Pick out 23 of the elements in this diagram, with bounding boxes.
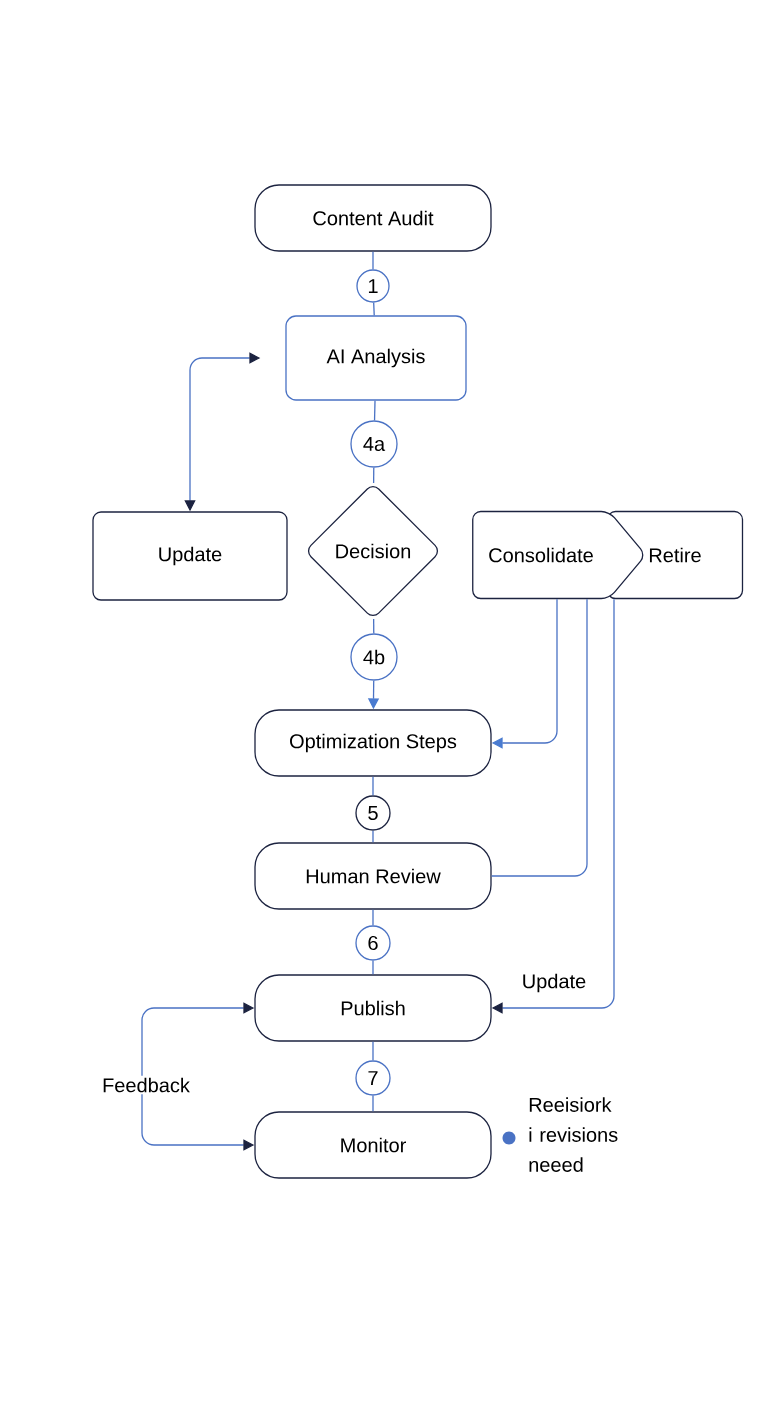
connector (373, 302, 375, 316)
note-text: Reeisiork i revisions neeed (529, 1097, 618, 1172)
connector (372, 251, 374, 270)
connector (372, 1041, 374, 1061)
connector (373, 400, 376, 421)
connector (373, 467, 375, 484)
connector (372, 776, 374, 796)
connector (372, 960, 374, 975)
process-box: Human Review (254, 842, 492, 910)
connector (491, 598, 588, 877)
arrow-box: Consolidate (472, 510, 644, 600)
connector (372, 830, 374, 843)
process-box: Update (92, 511, 288, 601)
process-box: AI Analysis (285, 315, 467, 401)
process-box: Monitor (254, 1111, 492, 1179)
edge-label: Feedback (103, 1077, 190, 1093)
connector (372, 909, 374, 926)
edge-label: Update (523, 973, 586, 993)
connector (372, 1095, 374, 1112)
connector (373, 618, 375, 634)
process-box: Optimization Steps (254, 709, 492, 777)
process-box: Publish (254, 974, 492, 1042)
process-box: Content Audit (254, 184, 492, 252)
